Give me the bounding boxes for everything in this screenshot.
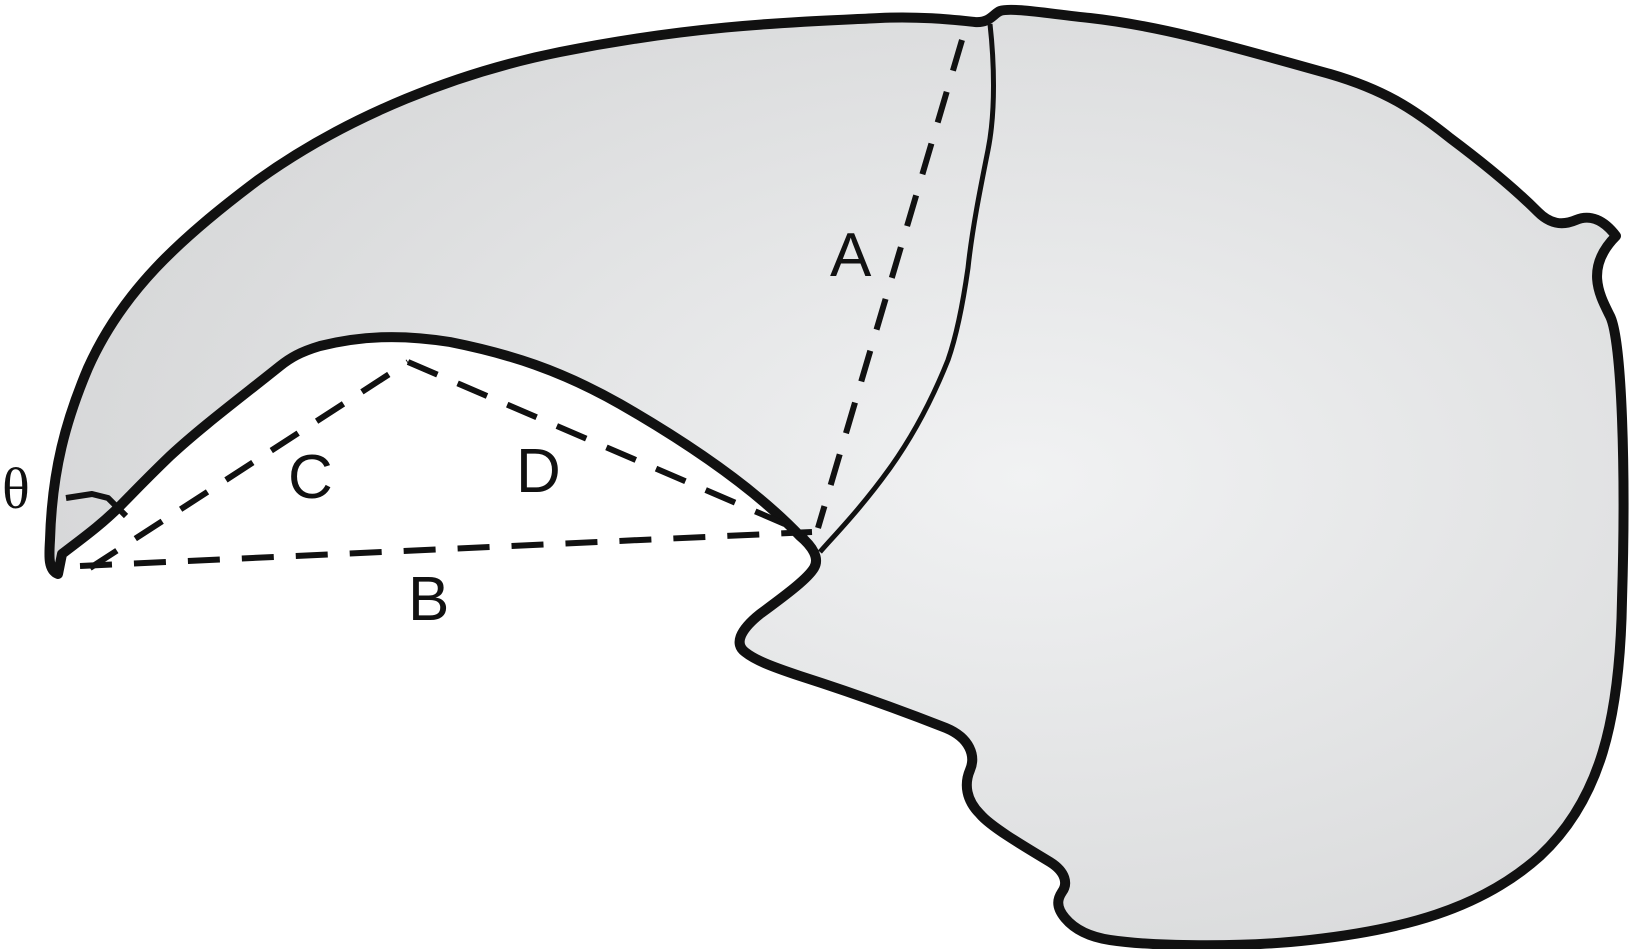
ridge-line (818, 23, 996, 554)
shell-outline (44, 4, 1629, 949)
label-b: B (408, 565, 449, 634)
dashed-line-b (79, 529, 813, 569)
dashed-line-d (406, 359, 810, 537)
label-c: C (288, 443, 333, 512)
label-a: A (830, 221, 872, 290)
dashed-line-c (88, 359, 410, 571)
label-d: D (516, 437, 561, 506)
angle-marker (65, 491, 129, 519)
label-theta: θ (2, 456, 30, 521)
dashed-line-a (815, 39, 965, 529)
